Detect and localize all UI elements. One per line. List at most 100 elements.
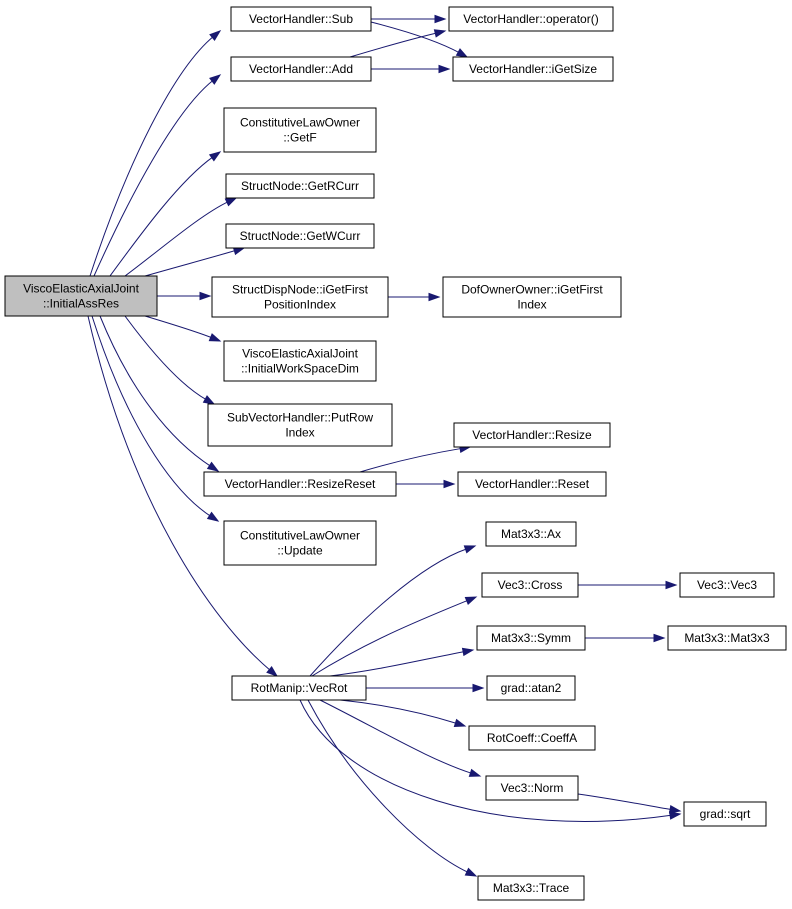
node-box[interactable]: [207, 403, 393, 447]
node-box[interactable]: [476, 625, 586, 651]
edge-line: [144, 315, 213, 339]
edge-line: [109, 156, 214, 277]
edge-rm_vecrot-to-g_sqrt: [299, 699, 682, 822]
node-box[interactable]: [468, 725, 596, 751]
edge-vh_sub-to-vh_getsize: [370, 21, 469, 58]
node-box[interactable]: [223, 107, 377, 153]
node-box[interactable]: [667, 625, 787, 651]
node-veaj-iwsd[interactable]: ViscoElasticAxialJoint::InitialWorkSpace…: [223, 340, 377, 382]
node-box[interactable]: [442, 276, 622, 318]
edge-root-to-sn_getrcurr: [124, 197, 238, 277]
node-v-norm[interactable]: Vec3::Norm: [485, 775, 579, 801]
node-label: VectorHandler::Add: [249, 62, 353, 76]
node-box[interactable]: [225, 223, 375, 249]
node-rm-vecrot[interactable]: RotManip::VecRot: [231, 675, 367, 701]
edge-root-to-vh_sub: [89, 30, 222, 277]
node-box[interactable]: [485, 521, 577, 547]
node-box[interactable]: [223, 520, 377, 566]
node-box[interactable]: [203, 471, 397, 497]
edge-vh_resizereset-to-vh_resize: [359, 444, 472, 473]
arrowhead: [668, 811, 682, 820]
edge-v_norm-to-g_sqrt: [577, 793, 682, 814]
arrowhead: [224, 197, 238, 207]
node-sn-getwcurr[interactable]: StructNode::GetWCurr: [225, 223, 375, 249]
node-m-trace[interactable]: Mat3x3::Trace: [477, 875, 585, 901]
node-g-sqrt[interactable]: grad::sqrt: [683, 801, 767, 827]
node-box[interactable]: [679, 572, 775, 598]
node-label: RotCoeff::CoeffA: [487, 731, 577, 745]
node-box[interactable]: [448, 6, 614, 32]
node-label: grad::sqrt: [700, 807, 751, 821]
node-rc-coeffa[interactable]: RotCoeff::CoeffA: [468, 725, 596, 751]
edge-line: [93, 79, 214, 277]
node-box[interactable]: [477, 875, 585, 901]
edge-root-to-vh_add: [93, 74, 222, 277]
edge-root-to-veaj_iwsd: [144, 315, 222, 342]
arrowhead: [209, 30, 222, 41]
node-box[interactable]: [485, 775, 579, 801]
edge-line: [309, 548, 468, 677]
node-box[interactable]: [452, 56, 614, 82]
arrowhead: [453, 718, 467, 727]
node-m-mat3x3[interactable]: Mat3x3::Mat3x3: [667, 625, 787, 651]
edge-line: [124, 200, 229, 277]
edge-root-to-clo_getf: [109, 151, 222, 277]
arrowhead: [455, 48, 469, 58]
edge-line: [339, 699, 458, 725]
edge-root-to-rm_vecrot: [87, 315, 279, 677]
node-label: Mat3x3::Trace: [493, 881, 570, 895]
node-label: Vec3::Norm: [501, 781, 564, 795]
arrowhead: [464, 596, 478, 605]
node-box[interactable]: [231, 675, 367, 701]
node-g-atan2[interactable]: grad::atan2: [486, 675, 576, 701]
node-label: StructNode::GetRCurr: [241, 179, 359, 193]
arrowhead: [206, 511, 220, 522]
arrowhead: [208, 333, 222, 342]
node-label: grad::atan2: [501, 681, 562, 695]
node-box[interactable]: [683, 801, 767, 827]
node-vh-resize[interactable]: VectorHandler::Resize: [453, 422, 611, 448]
node-m-ax[interactable]: Mat3x3::Ax: [485, 521, 577, 547]
node-clo-getf[interactable]: ConstitutiveLawOwner::GetF: [223, 107, 377, 153]
node-box[interactable]: [481, 572, 579, 598]
node-m-symm[interactable]: Mat3x3::Symm: [476, 625, 586, 651]
node-vh-op[interactable]: VectorHandler::operator(): [448, 6, 614, 32]
node-vh-add[interactable]: VectorHandler::Add: [230, 56, 372, 82]
function-nodes: ViscoElasticAxialJoint::InitialAssResVec…: [4, 6, 787, 901]
edge-line: [87, 315, 272, 672]
node-vh-resizereset[interactable]: VectorHandler::ResizeReset: [203, 471, 397, 497]
node-vh-getsize[interactable]: VectorHandler::iGetSize: [452, 56, 614, 82]
node-clo-update[interactable]: ConstitutiveLawOwner::Update: [223, 520, 377, 566]
node-label: DofOwnerOwner::iGetFirst: [461, 283, 603, 297]
node-box[interactable]: [453, 422, 611, 448]
edge-rm_vecrot-to-m_trace: [307, 699, 478, 877]
node-label: Index: [517, 298, 546, 312]
node-label: ::InitialWorkSpaceDim: [241, 362, 359, 376]
node-v-vec3[interactable]: Vec3::Vec3: [679, 572, 775, 598]
node-box[interactable]: [223, 340, 377, 382]
node-label: Index: [285, 426, 314, 440]
node-root[interactable]: ViscoElasticAxialJoint::InitialAssRes: [4, 275, 158, 317]
node-box[interactable]: [4, 275, 158, 317]
edge-rm_vecrot-to-m_ax: [309, 545, 477, 677]
node-label: Mat3x3::Ax: [501, 527, 561, 541]
node-label: VectorHandler::iGetSize: [469, 62, 597, 76]
node-box[interactable]: [230, 56, 372, 82]
node-box[interactable]: [230, 6, 372, 32]
node-box[interactable]: [211, 276, 389, 318]
node-sn-getrcurr[interactable]: StructNode::GetRCurr: [225, 173, 375, 199]
node-label: Vec3::Vec3: [697, 578, 757, 592]
node-box[interactable]: [486, 675, 576, 701]
arrowhead: [438, 64, 451, 74]
node-v-cross[interactable]: Vec3::Cross: [481, 572, 579, 598]
node-box[interactable]: [457, 471, 607, 497]
edge-rm_vecrot-to-g_atan2: [366, 683, 485, 693]
node-vh-reset[interactable]: VectorHandler::Reset: [457, 471, 607, 497]
edge-line: [359, 447, 463, 473]
node-vh-sub[interactable]: VectorHandler::Sub: [230, 6, 372, 32]
node-box[interactable]: [225, 173, 375, 199]
